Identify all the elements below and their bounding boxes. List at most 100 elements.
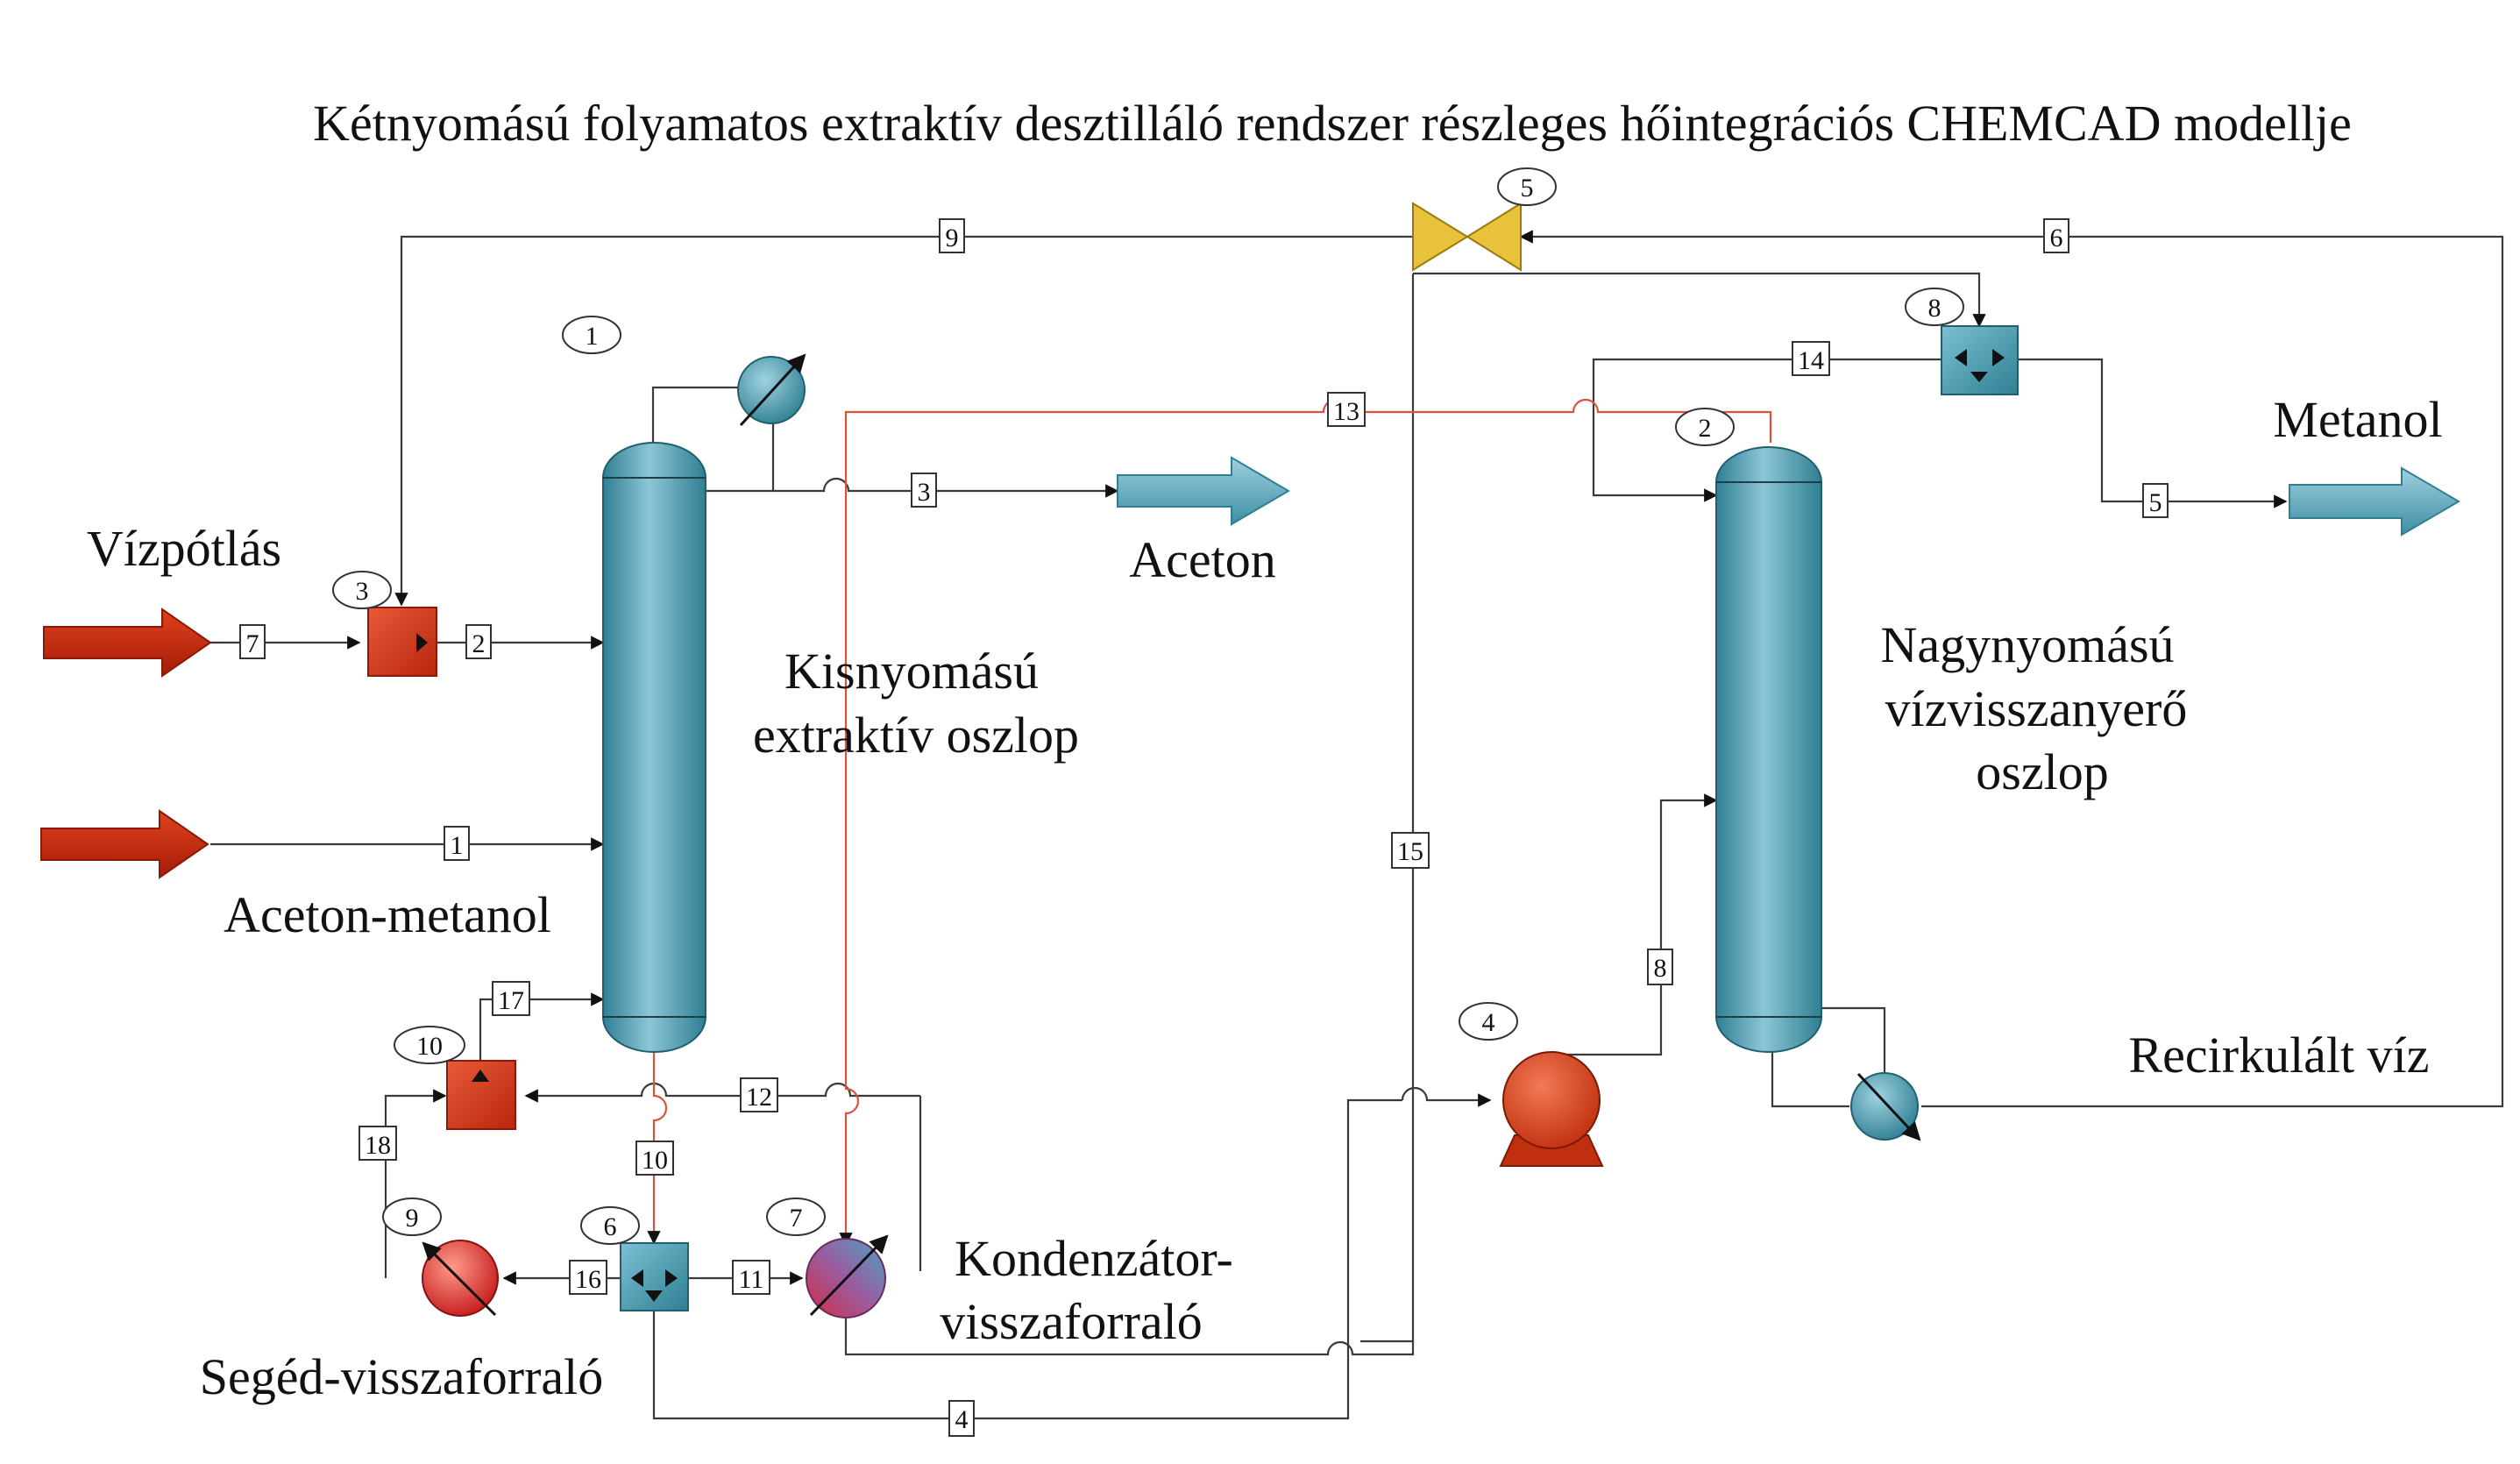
stream-15-label: 15 bbox=[1397, 837, 1423, 866]
stream-18-box bbox=[358, 1126, 397, 1161]
stream-4-line bbox=[652, 1098, 1402, 1420]
stream-8-box bbox=[1647, 949, 1673, 985]
stream-14-box bbox=[1792, 341, 1830, 376]
unit-9-label: 9 bbox=[406, 1204, 419, 1233]
unit-7-oval bbox=[766, 1197, 826, 1236]
condenser-reboiler-outlet-line bbox=[844, 1306, 1415, 1356]
heat-integration-lines bbox=[647, 398, 1772, 1247]
stream-17-label: 17 bbox=[498, 986, 524, 1015]
stream-7-box bbox=[239, 624, 266, 659]
unit-3-label: 3 bbox=[356, 577, 369, 606]
stream-2-box bbox=[465, 624, 492, 659]
stream-12-box bbox=[740, 1077, 778, 1112]
unit-10-oval bbox=[394, 1026, 465, 1064]
label-acetone-product: Aceton bbox=[1129, 531, 1276, 588]
unit-4-label: 4 bbox=[1482, 1008, 1495, 1037]
stream-1-box bbox=[444, 826, 470, 861]
stream-3-box bbox=[911, 473, 937, 508]
product-arrow-acetone bbox=[1117, 456, 1290, 526]
feed-arrow-acetone-methanol bbox=[40, 809, 209, 879]
column2-bottom-line bbox=[1771, 1052, 1849, 1108]
unit-5-label: 5 bbox=[1521, 174, 1534, 203]
column1-condenser bbox=[737, 353, 806, 427]
stream-15-box bbox=[1391, 832, 1430, 869]
stream-9-label: 9 bbox=[946, 224, 959, 252]
unit-7-label: 7 bbox=[790, 1204, 803, 1233]
stream-18-label: 18 bbox=[365, 1131, 391, 1160]
stream-12-line bbox=[530, 1082, 920, 1098]
high-pressure-water-recovery-column bbox=[1715, 446, 1822, 1053]
stream-6-box bbox=[2043, 218, 2069, 253]
equipment-text-labels: Vízpótlás Aceton-metanol Aceton Metanol … bbox=[87, 391, 2443, 1405]
stream-7-label: 7 bbox=[246, 629, 259, 658]
auxiliary-reboiler-9 bbox=[422, 1240, 499, 1317]
stream-4-to-pump bbox=[1401, 1086, 1492, 1107]
mixer-3 bbox=[367, 607, 437, 677]
pressure-valve bbox=[1412, 202, 1522, 272]
stream-15-line bbox=[1360, 274, 1415, 1343]
label-high-pressure-column-line3: oszlop bbox=[1976, 743, 2108, 800]
stream-9-box bbox=[939, 218, 965, 253]
diagram-title: Kétnyomású folyamatos extraktív desztill… bbox=[313, 95, 2352, 152]
label-water-makeup: Vízpótlás bbox=[87, 520, 281, 577]
unit-10-label: 10 bbox=[416, 1032, 443, 1061]
recycle-water-cooler bbox=[1850, 1072, 1921, 1141]
stream-17-line bbox=[479, 992, 605, 1061]
label-condenser-reboiler-line1: Kondenzátor- bbox=[955, 1230, 1233, 1287]
stream-10-line bbox=[647, 1052, 668, 1245]
unit-6-oval bbox=[580, 1206, 640, 1245]
unit-8-oval bbox=[1905, 288, 1964, 326]
stream-5-line bbox=[2018, 358, 2288, 508]
stream-16-box bbox=[569, 1260, 607, 1295]
low-pressure-extractive-column bbox=[602, 442, 706, 1053]
heat-exchanger-8 bbox=[1941, 325, 2019, 395]
stream-8-line bbox=[1551, 793, 1718, 1056]
unit-labels: 1 2 3 4 5 6 7 8 9 10 bbox=[332, 167, 1964, 1245]
recirculated-water-line bbox=[1921, 1100, 2504, 1108]
stream-3-label: 3 bbox=[918, 478, 931, 507]
stream-12-label: 12 bbox=[746, 1083, 772, 1112]
stream-13-label: 13 bbox=[1333, 397, 1359, 426]
label-condenser-reboiler-line2: visszaforraló bbox=[940, 1293, 1203, 1350]
stream-13-line bbox=[839, 398, 1772, 1247]
stream-8-label: 8 bbox=[1654, 954, 1667, 983]
stream-4-label: 4 bbox=[955, 1405, 969, 1434]
column1-overhead-line bbox=[651, 386, 738, 443]
label-high-pressure-column-line1: Nagynyomású bbox=[1880, 616, 2174, 673]
stream-3-line bbox=[706, 477, 1119, 498]
unit-3-oval bbox=[332, 571, 392, 609]
unit-5-oval bbox=[1497, 167, 1557, 206]
label-methanol-product: Metanol bbox=[2273, 391, 2442, 448]
stream-6-line bbox=[1519, 230, 2504, 1100]
stream-11-box bbox=[732, 1260, 770, 1295]
unit-1-label: 1 bbox=[586, 322, 599, 351]
stream-14-label: 14 bbox=[1798, 346, 1824, 375]
valve-to-hx8-line bbox=[1413, 272, 1986, 328]
stream-4-box bbox=[948, 1400, 975, 1437]
label-low-pressure-column-line2: extraktív oszlop bbox=[753, 707, 1079, 764]
label-low-pressure-column-line1: Kisnyomású bbox=[784, 643, 1039, 700]
stream-labels: 9 6 14 13 3 5 7 2 1 15 8 17 12 18 10 11 bbox=[239, 218, 2169, 1437]
stream-5-box bbox=[2142, 483, 2169, 518]
label-high-pressure-column-line2: vízvisszanyerő bbox=[1885, 680, 2188, 737]
product-arrow-methanol bbox=[2289, 466, 2460, 537]
condenser-reboiler-7 bbox=[806, 1234, 889, 1318]
unit-8-label: 8 bbox=[1928, 294, 1941, 323]
label-acetone-methanol-feed: Aceton-metanol bbox=[224, 886, 551, 943]
feed-arrow-water bbox=[43, 608, 212, 678]
mixer-10 bbox=[446, 1060, 516, 1130]
unit-4-oval bbox=[1459, 1002, 1518, 1041]
splitter-6 bbox=[620, 1242, 689, 1311]
column2-reboiler-line bbox=[1821, 1006, 1886, 1074]
pump-4 bbox=[1499, 1051, 1604, 1167]
stream-16-label: 16 bbox=[575, 1265, 601, 1294]
label-recirculated-water: Recirkulált víz bbox=[2128, 1027, 2429, 1084]
unit-2-label: 2 bbox=[1699, 414, 1712, 443]
stream-5-label: 5 bbox=[2149, 488, 2162, 517]
unit-9-oval bbox=[382, 1197, 442, 1236]
stream-1-label: 1 bbox=[451, 831, 464, 860]
stream-14-line bbox=[1592, 358, 1941, 502]
unit-2-oval bbox=[1675, 408, 1735, 446]
stream-6-label: 6 bbox=[2050, 224, 2063, 252]
